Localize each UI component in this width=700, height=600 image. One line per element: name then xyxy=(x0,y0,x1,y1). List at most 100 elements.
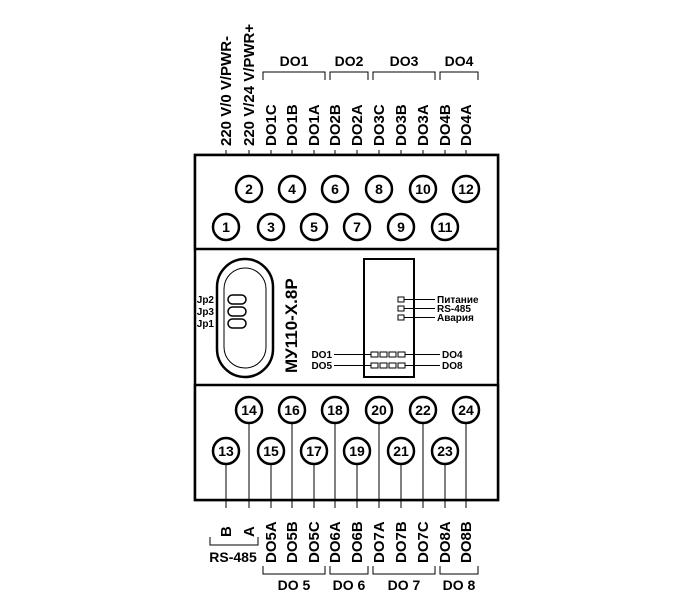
svg-text:6: 6 xyxy=(331,181,339,197)
svg-text:1: 1 xyxy=(222,219,230,235)
svg-text:16: 16 xyxy=(284,402,300,418)
group-label-do1: DO1 xyxy=(280,53,309,69)
svg-text:12: 12 xyxy=(458,181,474,197)
svg-text:15: 15 xyxy=(263,443,279,459)
led-alarm xyxy=(397,314,405,321)
top-pin-label: DO4B xyxy=(437,104,454,146)
group-label-do2: DO2 xyxy=(335,53,364,69)
led-labels: Питание RS-485 Авария DO1 DO4 DO5 DO8 xyxy=(311,295,479,372)
svg-text:14: 14 xyxy=(241,402,257,418)
bottom-pin-label: DO7C xyxy=(415,521,432,563)
led-do2 xyxy=(379,351,388,358)
top-pin-labels: 220 V/0 V/PWR- 220 V/24 V/PWR+ DO1C DO1B… xyxy=(218,24,475,146)
bottom-group-labels: RS-485 DO 5 DO 6 DO 7 DO 8 xyxy=(209,549,475,593)
terminal-17: 17 xyxy=(299,436,329,466)
svg-text:5: 5 xyxy=(310,219,318,235)
bottom-pin-label: DO7B xyxy=(393,521,410,563)
svg-text:2: 2 xyxy=(245,181,253,197)
svg-text:13: 13 xyxy=(218,443,234,459)
group-bracket-do7 xyxy=(372,566,436,575)
bottom-pin-label: B xyxy=(218,526,235,537)
terminal-2: 2 xyxy=(234,174,264,204)
top-pin-label: DO3A xyxy=(415,104,432,146)
svg-text:3: 3 xyxy=(267,219,275,235)
jumper-jp1 xyxy=(227,318,247,329)
bottom-pin-label: DO5A xyxy=(263,521,280,563)
bottom-pin-label: DO6B xyxy=(349,521,366,563)
led-do6 xyxy=(379,362,388,369)
jumper-label-jp1: Jp1 xyxy=(197,319,215,330)
terminal-5: 5 xyxy=(299,212,329,242)
terminal-22: 22 xyxy=(408,395,438,425)
led-label-do4: DO4 xyxy=(442,350,463,361)
led-label-do5: DO5 xyxy=(311,361,332,372)
svg-text:19: 19 xyxy=(349,443,365,459)
terminal-23: 23 xyxy=(430,436,460,466)
terminal-6: 6 xyxy=(320,174,350,204)
terminal-15: 15 xyxy=(256,436,286,466)
bottom-pin-label: DO8A xyxy=(437,521,454,563)
terminal-16: 16 xyxy=(277,395,307,425)
bottom-pin-label: DO5B xyxy=(284,521,301,563)
svg-text:24: 24 xyxy=(458,402,474,418)
terminal-14: 14 xyxy=(234,395,264,425)
terminal-19: 19 xyxy=(342,436,372,466)
group-bracket-do8 xyxy=(439,566,479,575)
group-bracket-do4 xyxy=(439,71,479,80)
bottom-pin-label: DO5C xyxy=(306,521,323,563)
terminal-1: 1 xyxy=(211,212,241,242)
terminal-7: 7 xyxy=(342,212,372,242)
top-pin-label: DO1A xyxy=(306,104,323,146)
svg-text:17: 17 xyxy=(306,443,322,459)
group-bracket-do6 xyxy=(329,566,369,575)
led-do7 xyxy=(388,362,397,369)
svg-text:11: 11 xyxy=(438,219,453,235)
top-pin-label: DO2B xyxy=(327,104,344,146)
group-label-do7: DO 7 xyxy=(388,577,421,593)
group-bracket-do5 xyxy=(262,566,326,575)
led-label-do1: DO1 xyxy=(311,350,332,361)
group-label-rs485: RS-485 xyxy=(209,549,257,565)
jumper-labels: Jp2 Jp3 Jp1 xyxy=(197,295,215,330)
top-front-terminals: 1 3 5 7 9 11 xyxy=(211,212,460,242)
group-label-do8: DO 8 xyxy=(443,577,476,593)
terminal-8: 8 xyxy=(364,174,394,204)
jumper-window xyxy=(215,257,275,379)
terminal-20: 20 xyxy=(364,395,394,425)
bottom-pin-label: A xyxy=(241,526,258,537)
led-do4 xyxy=(397,351,406,358)
top-pin-label: DO4A xyxy=(458,104,475,146)
terminal-10: 10 xyxy=(408,174,438,204)
bottom-pin-labels: B A DO5A DO5B DO5C DO6A DO6B DO7A DO7B D… xyxy=(218,521,475,563)
led-do1 xyxy=(370,351,379,358)
svg-text:23: 23 xyxy=(437,443,453,459)
terminal-3: 3 xyxy=(256,212,286,242)
top-pin-label: 220 V/24 V/PWR+ xyxy=(241,24,258,146)
svg-text:21: 21 xyxy=(393,443,409,459)
top-pin-label: DO1C xyxy=(263,104,280,146)
svg-text:7: 7 xyxy=(353,219,361,235)
top-pin-label: DO2A xyxy=(349,104,366,146)
bottom-group-brackets xyxy=(209,537,479,575)
group-bracket-do2 xyxy=(329,71,369,80)
led-label-do8: DO8 xyxy=(442,361,463,372)
group-label-do4: DO4 xyxy=(445,53,474,69)
group-bracket-rs485 xyxy=(209,537,259,546)
svg-text:18: 18 xyxy=(327,402,343,418)
group-label-do5: DO 5 xyxy=(278,577,311,593)
jumper-jp2 xyxy=(227,294,247,305)
svg-text:22: 22 xyxy=(415,402,431,418)
led-leader-lines xyxy=(334,299,440,366)
terminal-4: 4 xyxy=(277,174,307,204)
svg-text:8: 8 xyxy=(375,181,383,197)
jumper-jp3 xyxy=(227,306,247,317)
top-pin-label: 220 V/0 V/PWR- xyxy=(218,36,235,146)
svg-text:9: 9 xyxy=(397,219,405,235)
terminal-18: 18 xyxy=(320,395,350,425)
led-do5 xyxy=(370,362,379,369)
bottom-wires xyxy=(225,423,467,508)
bottom-pin-label: DO7A xyxy=(371,521,388,563)
led-label-power: Питание xyxy=(437,295,479,306)
top-group-labels: DO1 DO2 DO3 DO4 xyxy=(280,53,474,69)
top-group-brackets xyxy=(262,71,479,80)
